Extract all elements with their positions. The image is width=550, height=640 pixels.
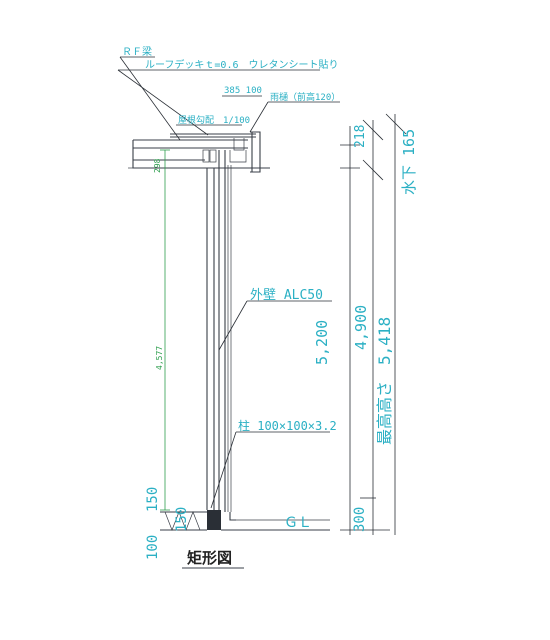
roof-slope-label: 屋根勾配 1/100 bbox=[178, 114, 250, 126]
max-height-dimension: 最高高さ 5,418 bbox=[375, 317, 394, 445]
beam-depth-label: 298 bbox=[153, 158, 162, 173]
outer-wall-label: 外壁 ALC50 bbox=[250, 288, 323, 303]
leader-lines bbox=[117, 56, 340, 509]
gutter bbox=[229, 131, 261, 173]
rf-beam bbox=[128, 139, 270, 169]
alc-wall bbox=[218, 150, 232, 512]
gutter-dims-label: 385 100 bbox=[224, 86, 262, 96]
dimension-lines bbox=[340, 113, 407, 535]
column-height-label: 4,577 bbox=[155, 346, 164, 370]
roof-deck-label: ルーフデッキｔ=0.6 ウレタンシート貼り bbox=[145, 58, 338, 71]
base-100-dimension: 100 bbox=[145, 535, 161, 560]
column-height-dimension bbox=[160, 149, 170, 511]
roof-deck bbox=[170, 133, 256, 138]
foundation bbox=[160, 510, 330, 531]
rf-beam-label: ＲＦ梁 bbox=[122, 45, 152, 58]
gutter-label: 雨樋（前高120） bbox=[270, 91, 340, 103]
base-150b-dimension: 150 bbox=[174, 507, 190, 532]
water-165-dimension: 水下 165 bbox=[400, 129, 418, 195]
total-height-dimension: 5,200 bbox=[313, 320, 331, 365]
gl-label: ＧＬ bbox=[284, 515, 312, 531]
column bbox=[206, 168, 215, 510]
column-label: 柱 100×100×3.2 bbox=[238, 418, 337, 433]
drawing-title: 矩形図 bbox=[187, 549, 232, 567]
mid-4900-dimension: 4,900 bbox=[352, 305, 370, 350]
base-150a-dimension: 150 bbox=[145, 487, 161, 512]
top-218-dimension: 218 bbox=[353, 125, 368, 148]
bottom-300-dimension: 300 bbox=[352, 507, 368, 532]
